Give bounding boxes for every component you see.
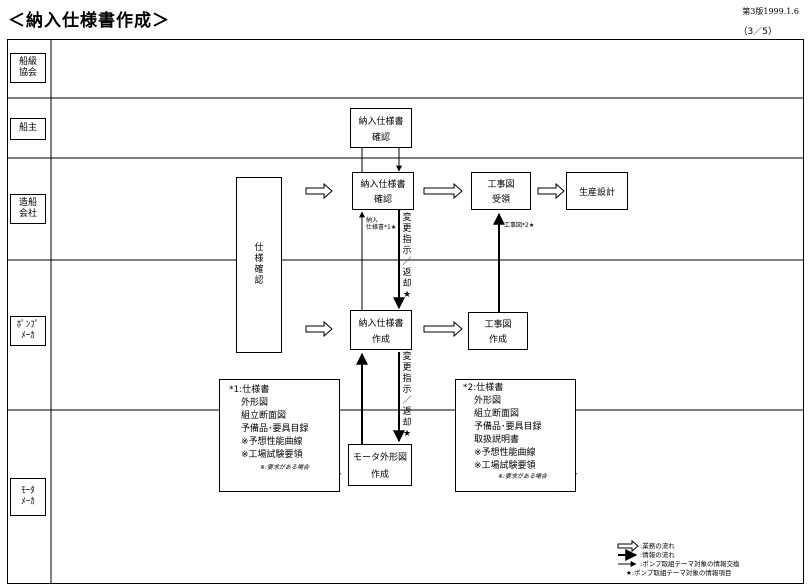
label-delivery-spec: 納入 仕様書*1★ [366,217,397,231]
note-drawings-1: *1:仕様書 外形図 組立断面図 予備品･要具目録 ※予想性能曲線 ※工場試験要… [219,379,340,492]
box-ship-drawing-receive: 工事図 受領 [471,172,531,210]
lane-label-shipowner: 船主 [10,118,46,140]
legend-symbols [617,539,639,567]
box-line1: 工事図 [484,320,512,330]
diagram-frame [7,39,804,584]
legend-information-flow: :情報の流れ [640,551,675,559]
note-line: 外形図 [474,396,502,406]
page-number: （3／5） [738,27,777,37]
note-footnote: ※:要求がある場合 [260,464,310,471]
box-pump-drawing-create: 工事図 作成 [468,312,528,350]
box-line2: 作成 [370,470,389,480]
box-line1: モータ外形図 [352,453,407,463]
spec-check-text: 仕 様 確 認 [254,243,264,286]
box-line1: 納入仕様書 [358,116,404,127]
note-line: 取扱説明書 [474,435,520,445]
note-drawings-2: *2:仕様書 外形図 組立断面図 予備品･要具目録 取扱説明書 ※予想性能曲線 … [455,379,576,492]
label-change-return-upper: 変 更 指 示 ／ 返 却 ★ [402,213,412,300]
note-line: *2:仕様書 [463,383,504,393]
hollow-arrow-2 [423,182,463,200]
lane-label-shipbuilder: 造船 会社 [10,194,46,224]
lane-label-motor-maker: ﾓｰﾀ ﾒｰｶ [10,478,46,516]
box-line2: 確認 [371,132,390,143]
business-flow-arrows [305,182,565,338]
information-flow-arrows [356,138,505,444]
hollow-arrow-3 [537,182,565,200]
note-line: *1:仕様書 [229,385,270,395]
box-line2: 受領 [491,195,510,205]
note-line: 予備品･要具目録 [241,424,309,434]
hollow-arrow-1 [305,182,333,200]
hollow-arrow-4 [305,320,333,338]
page-title: ＜納入仕様書作成＞ [8,11,170,31]
box-owner-spec-confirm: 納入仕様書 確認 [350,108,412,148]
box-production-design: 生産設計 [566,172,628,210]
legend-pump-info-exchange: :ポンプ取組テーマ対象の情報交換 [640,560,740,568]
note-line: 予備品･要具目録 [474,422,542,432]
lane-label-pump-maker: ﾎﾟﾝﾌﾟ ﾒｰｶ [10,316,46,346]
note-line: ※工場試験要領 [241,450,303,460]
label-drawing-note: 工事図*2★ [504,222,535,229]
box-line2: 作成 [371,334,390,345]
legend-business-flow: :業務の流れ [640,542,675,550]
lane-separators [7,97,804,411]
legend-hollow-arrow [617,539,639,553]
note-line: ※予想性能曲線 [474,448,536,458]
box-line2: 確認 [373,195,392,205]
legend-star-item: ★:ポンプ取組テーマ対象の情報項目 [626,569,732,577]
version-label: 第3版1999.1.6 [742,7,799,16]
box-pump-spec-create: 納入仕様書 作成 [350,310,412,350]
box-line1: 生産設計 [578,187,615,198]
note-line: 組立断面図 [241,411,287,421]
note-line: ※予想性能曲線 [241,437,303,447]
box-line1: 工事図 [487,180,515,190]
note-line: 組立断面図 [474,409,520,419]
box-line1: 納入仕様書 [360,180,406,190]
box-line1: 納入仕様書 [358,318,404,329]
box-ship-spec-confirm: 納入仕様書 確認 [352,172,414,210]
note-footnote: ※:要求がある場合 [498,473,548,480]
note-line: 外形図 [241,398,269,408]
note-line: ※工場試験要領 [474,461,536,471]
hollow-arrow-5 [423,320,463,338]
box-spec-check: 仕 様 確 認 [236,177,282,353]
box-motor-drawing-create: モータ外形図 作成 [348,444,412,486]
label-change-return-lower: 変 更 指 示 ／ 返 却 ★ [402,352,412,439]
box-line2: 作成 [488,335,507,345]
lane-label-classification-society: 船級 協会 [10,53,46,83]
